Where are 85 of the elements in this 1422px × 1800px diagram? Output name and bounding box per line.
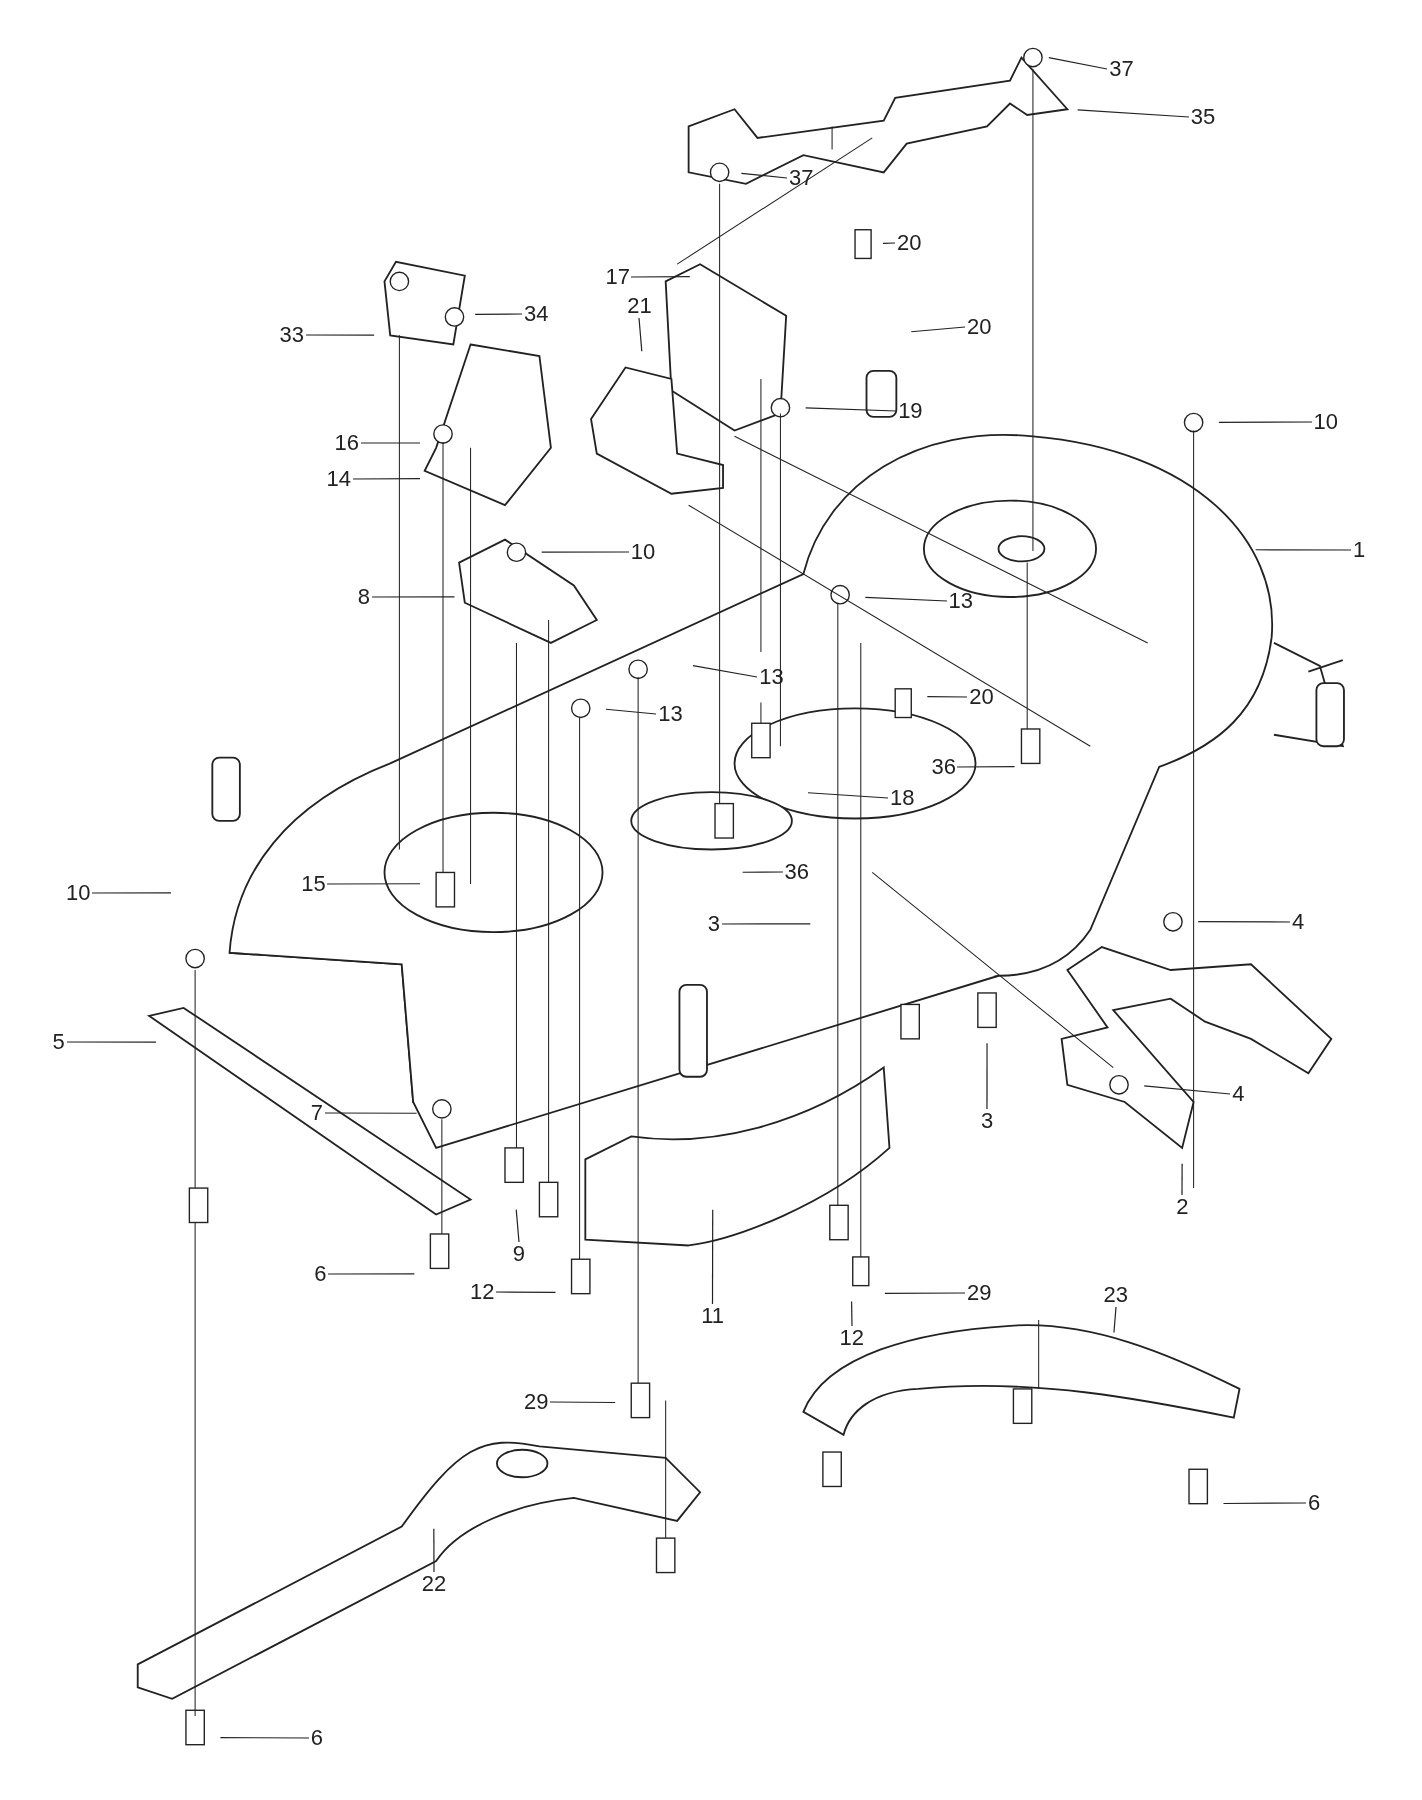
callout-number: 6: [308, 1725, 325, 1750]
leader-line: [605, 708, 657, 715]
leader-line: [91, 892, 172, 894]
callout-number: 14: [324, 466, 354, 491]
callout-number: 10: [628, 540, 658, 565]
leader-line: [326, 883, 421, 885]
leader-line: [864, 596, 948, 602]
callout-number: 4: [1230, 1081, 1247, 1106]
callout-number: 12: [837, 1326, 867, 1351]
leader-line: [541, 551, 630, 553]
callout-number: 29: [965, 1281, 994, 1306]
callout-number: 37: [787, 165, 816, 190]
callout-number: 16: [332, 431, 362, 455]
leader-line: [495, 1291, 557, 1293]
leader-line: [324, 1112, 418, 1114]
leader-line: [1048, 56, 1108, 70]
leader-line: [926, 696, 968, 698]
callout-number: 21: [625, 294, 654, 319]
leader-line: [66, 1041, 157, 1043]
callout-number: 4: [1290, 909, 1307, 934]
callout-number: 10: [64, 880, 93, 905]
leader-line: [807, 792, 889, 799]
leader-line: [305, 334, 375, 336]
leader-line: [910, 326, 966, 333]
leader-line: [630, 276, 691, 278]
leader-line: [1077, 109, 1190, 118]
callout-number: 8: [355, 584, 373, 609]
leader-line: [515, 1209, 520, 1243]
leader-line: [1181, 1163, 1183, 1196]
leader-line: [711, 1209, 714, 1305]
leader-line: [1197, 921, 1291, 923]
leader-line: [371, 596, 456, 598]
callout-number: 6: [312, 1261, 329, 1286]
leader-line: [956, 766, 1016, 768]
leader-line: [1218, 421, 1313, 423]
leader-line: [884, 1292, 966, 1295]
leader-line: [352, 478, 421, 480]
leader-line: [741, 871, 784, 873]
callout-number: 22: [419, 1571, 449, 1596]
leader-line: [360, 442, 421, 444]
callout-number: 17: [603, 264, 632, 289]
leader-line: [327, 1273, 415, 1275]
leader-line: [851, 1300, 853, 1327]
callout-number: 20: [965, 315, 994, 340]
callout-number: 3: [979, 1109, 996, 1134]
leader-line: [805, 407, 897, 412]
callout-number: 36: [782, 860, 811, 885]
callout-number: 20: [967, 684, 996, 709]
leader-line: [740, 172, 788, 179]
callout-number: 36: [929, 754, 958, 779]
leader-line: [1143, 1085, 1231, 1095]
callout-number: 18: [888, 785, 917, 810]
callout-number: 35: [1188, 105, 1218, 130]
callout-number: 33: [277, 323, 306, 348]
leader-line: [638, 317, 643, 352]
callout-number: 9: [510, 1242, 527, 1267]
callout-number: 13: [656, 701, 685, 726]
leader-line: [692, 665, 758, 678]
leader-line: [1255, 549, 1352, 551]
leader-line: [474, 313, 523, 316]
callout-number: 37: [1107, 56, 1136, 81]
callout-number: 10: [1311, 410, 1341, 435]
callout-number: 20: [894, 231, 924, 256]
leader-line: [721, 923, 811, 925]
callout-number: 2: [1174, 1195, 1191, 1220]
callout-number: 12: [468, 1280, 497, 1305]
callout-number: 5: [50, 1030, 67, 1055]
callout-number: 1: [1350, 537, 1368, 562]
callout-number: 15: [299, 871, 328, 896]
callout-number: 11: [699, 1304, 727, 1329]
leader-line: [1113, 1306, 1117, 1334]
callout-number: 6: [1306, 1491, 1323, 1516]
leader-line: [986, 1042, 988, 1110]
leader-line: [1222, 1502, 1307, 1505]
callout-number: 19: [896, 398, 925, 423]
leader-line: [882, 242, 896, 244]
callout-number: 3: [705, 911, 723, 936]
leader-line: [549, 1401, 616, 1404]
callout-number: 7: [308, 1101, 325, 1126]
leader-line: [433, 1528, 435, 1573]
callout-number: 23: [1101, 1282, 1131, 1307]
callout-number: 34: [521, 302, 551, 327]
callout-number: 29: [521, 1390, 551, 1415]
leader-line: [219, 1737, 310, 1739]
callout-number: 13: [946, 589, 976, 614]
